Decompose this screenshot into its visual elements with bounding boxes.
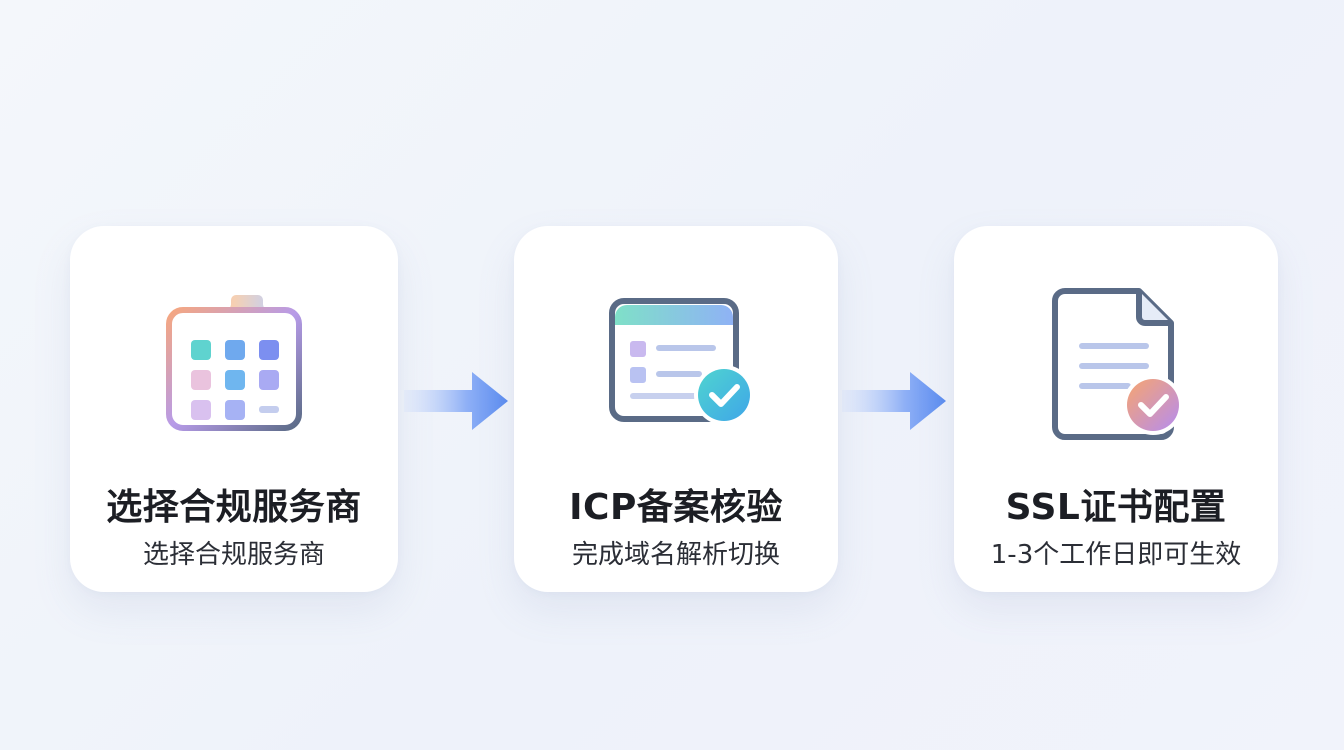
step-title: ICP备案核验 [569, 487, 783, 528]
step-card-select-provider: 选择合规服务商 选择合规服务商 [70, 226, 398, 592]
step-subtitle: 完成域名解析切换 [571, 540, 780, 570]
arrow-right-icon [842, 372, 946, 430]
step-card-ssl-config: SSL证书配置 1-3个工作日即可生效 [954, 226, 1278, 592]
step-title: 选择合规服务商 [106, 487, 362, 528]
step-icon-container [954, 272, 1278, 452]
step-icon-container [70, 272, 398, 452]
browser-check-icon [609, 298, 754, 425]
step-title: SSL证书配置 [1005, 487, 1227, 528]
step-icon-container [514, 272, 838, 452]
building-grid-icon [166, 295, 302, 431]
step-subtitle: 1-3个工作日即可生效 [990, 540, 1242, 570]
arrow-right-icon [404, 372, 508, 430]
document-check-icon [1052, 288, 1183, 440]
step-card-icp-verify: ICP备案核验 完成域名解析切换 [514, 226, 838, 592]
step-subtitle: 选择合规服务商 [142, 540, 325, 570]
